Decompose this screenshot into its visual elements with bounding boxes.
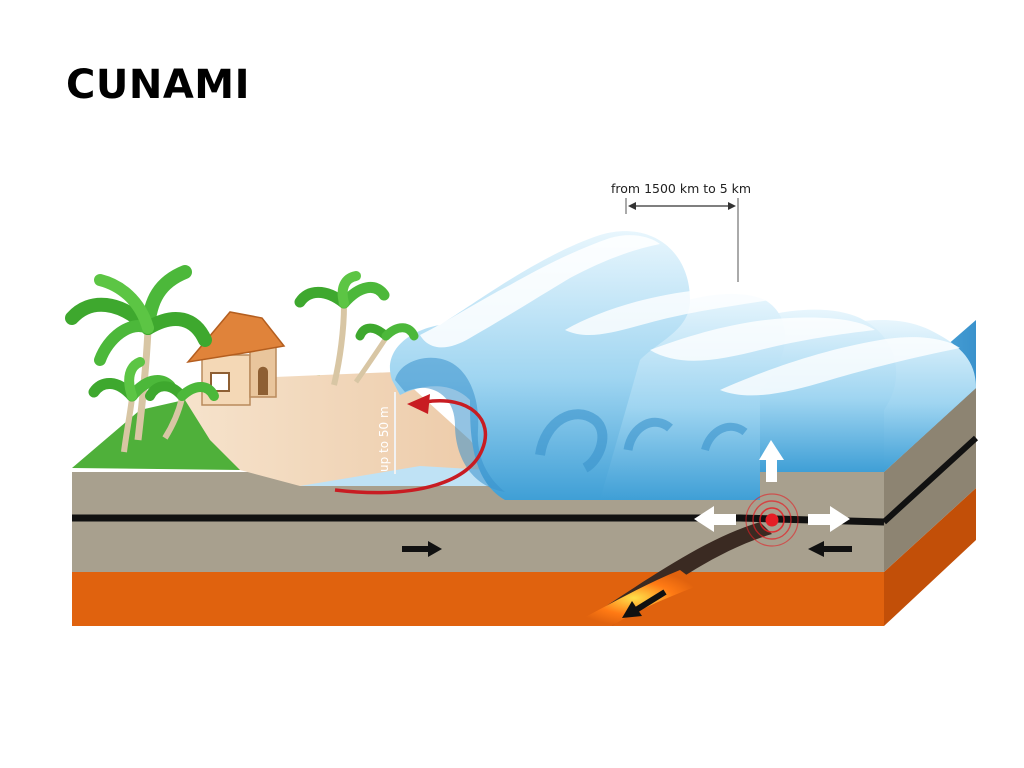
spread-arrow-left	[694, 506, 736, 532]
backwash-arrow	[334, 399, 488, 495]
mantle-layer	[72, 572, 884, 626]
shallow-water	[300, 466, 505, 486]
uplift-arrow	[759, 440, 784, 482]
wave-foam	[420, 235, 660, 348]
subduction-arrow	[634, 589, 667, 613]
beach-house	[186, 311, 286, 406]
wavelength-label: from 1500 km to 5 km	[611, 181, 751, 196]
slide-title: CUNAMI	[66, 62, 250, 108]
palm-tree-shore	[353, 323, 419, 384]
magma-zone	[568, 570, 700, 626]
epicenter	[745, 493, 799, 547]
wavelength-ticks	[625, 198, 739, 282]
spread-arrow-right	[808, 506, 850, 532]
mantle-side	[884, 488, 976, 626]
height-label: up to 50 m	[377, 406, 391, 472]
plate-boundary-side	[881, 435, 979, 525]
main-wave	[389, 231, 690, 501]
palm-tree-small-2	[145, 381, 219, 440]
plate-boundary-line	[72, 514, 885, 526]
palm-tree-beach	[294, 271, 390, 386]
